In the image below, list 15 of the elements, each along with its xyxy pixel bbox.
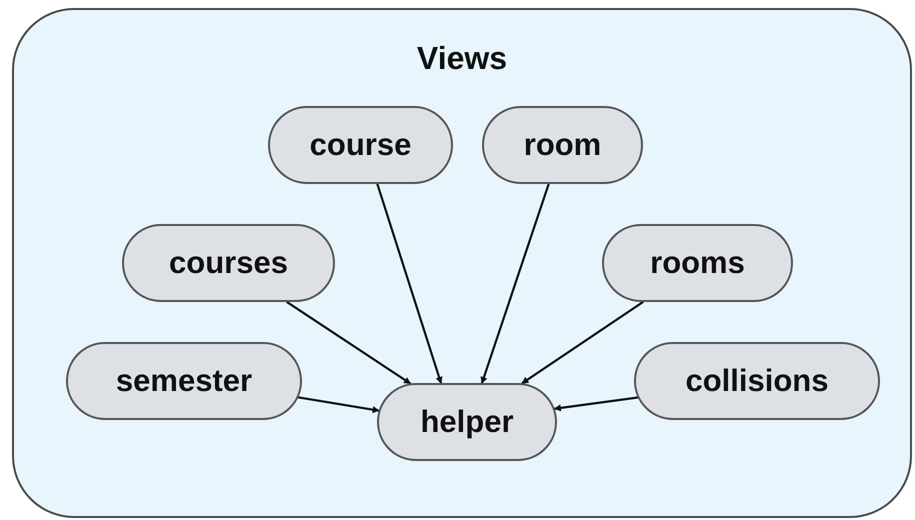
node-label: semester [116,363,252,399]
arrow [298,396,380,414]
group-title: Views [416,40,508,77]
node-label: room [524,127,602,163]
node-label: helper [420,404,514,440]
arrow [554,396,638,412]
node-label: courses [169,245,288,281]
node-label: collisions [686,363,828,399]
arrow [521,300,644,384]
group-container [12,8,912,518]
node-label: course [310,127,412,163]
arrow [286,300,412,384]
arrow [376,183,442,384]
arrow [480,183,550,384]
node-label: rooms [650,245,745,281]
